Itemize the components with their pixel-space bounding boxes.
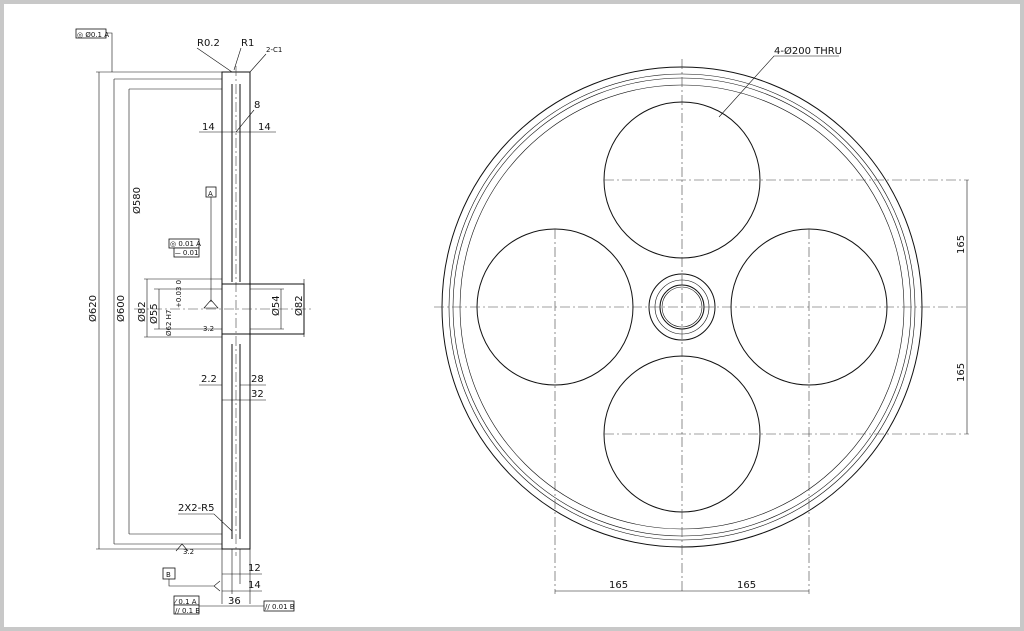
hole-callout: 4-Ø200 THRU xyxy=(774,45,842,57)
dim-v-top: 165 xyxy=(956,235,967,254)
leader xyxy=(235,109,255,133)
gdt-bore-concentricity: ◎ 0.01 A xyxy=(170,240,201,248)
front-view: 4-Ø200 THRU 165 165 165 165 xyxy=(434,45,969,594)
dim-12: 12 xyxy=(248,563,261,574)
dim-d82-left: Ø82 xyxy=(136,301,148,322)
dim-web-right-14: 14 xyxy=(258,122,271,133)
dim-d580: Ø580 xyxy=(131,187,143,214)
datum-a: A xyxy=(208,190,213,198)
datum-b-leader xyxy=(168,579,221,592)
dim-d55: Ø55 xyxy=(148,303,160,324)
gdt-right-parallel: // 0.01 B xyxy=(265,603,295,611)
dim-14: 14 xyxy=(248,580,261,591)
gdt-frame xyxy=(173,247,200,258)
dim-d600: Ø600 xyxy=(115,295,127,322)
dim-d62: Ø62 H7 xyxy=(165,310,173,336)
roughness-bore: 3.2 xyxy=(203,325,214,333)
gdt-face-runout: ⁄ 0.1 A xyxy=(173,598,197,606)
dim-web-left-14: 14 xyxy=(202,122,215,133)
leader xyxy=(196,47,233,73)
gdt-face-parallel: // 0.1 B xyxy=(175,607,200,615)
callout-leader xyxy=(718,55,839,118)
dim-d620: Ø620 xyxy=(87,295,99,322)
dim-web-8: 8 xyxy=(254,100,260,111)
gdt-frame xyxy=(173,604,200,615)
radius-r02: R0.2 xyxy=(197,38,220,49)
datum-a-box xyxy=(205,186,217,198)
leader xyxy=(178,513,233,532)
chamfer-2c1: 2-C1 xyxy=(266,46,282,54)
fillet-2x2-r5: 2X2-R5 xyxy=(178,503,215,514)
gdt-runout-top: ◎ Ø0.1 A xyxy=(77,31,109,39)
dim-d82-right: Ø82 xyxy=(293,295,305,316)
dim-tolerance: +0.03 0 xyxy=(175,280,183,308)
side-view: Ø620 Ø600 Ø580 Ø82 Ø55 Ø62 H7 +0.03 0 Ø5… xyxy=(75,28,314,615)
gdt-frame xyxy=(263,600,295,612)
technical-drawing: Ø620 Ø600 Ø580 Ø82 Ø55 Ø62 H7 +0.03 0 Ø5… xyxy=(75,28,969,615)
dim-h-right: 165 xyxy=(737,580,756,591)
dim-32: 32 xyxy=(251,389,264,400)
leader xyxy=(233,47,242,71)
dim-36: 36 xyxy=(228,596,241,607)
bore-chamfer xyxy=(661,286,703,328)
leader xyxy=(249,53,267,73)
radius-r1: R1 xyxy=(241,38,254,49)
hub-outer xyxy=(648,273,716,341)
dim-2-2: 2.2 xyxy=(201,374,217,385)
ext-lines xyxy=(96,71,222,550)
dim-28: 28 xyxy=(251,374,264,385)
roughness-rim: 3.2 xyxy=(183,548,194,556)
gdt-bore-cylindricity: ⏤ 0.01 xyxy=(175,249,198,257)
roughness-symbol xyxy=(175,543,189,552)
dim-d54: Ø54 xyxy=(270,295,282,316)
dim-h-left: 165 xyxy=(609,580,628,591)
hub-ext-lines xyxy=(144,278,284,338)
gdt-frame xyxy=(75,28,107,39)
datum-b: B xyxy=(166,571,171,579)
leader xyxy=(106,32,113,72)
ext-lines xyxy=(221,549,251,604)
dim-v-bottom: 165 xyxy=(956,363,967,382)
datum-a-triangle xyxy=(203,299,219,309)
